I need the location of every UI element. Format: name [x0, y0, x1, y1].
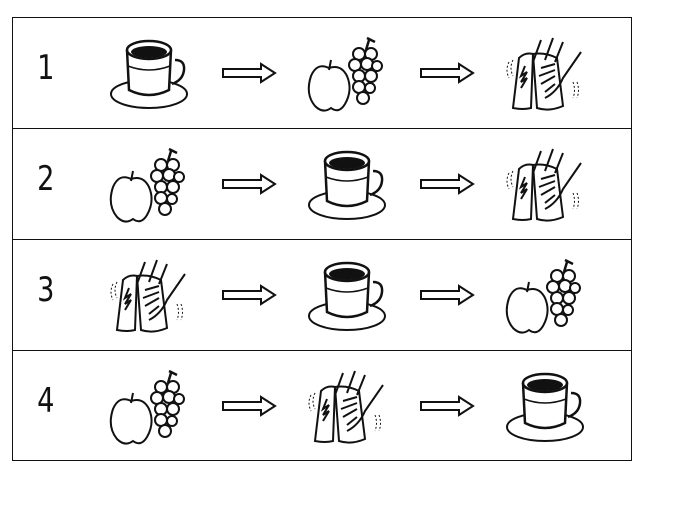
- sequence-board: 1 2 3 4: [12, 17, 632, 461]
- arrow-right-icon: [419, 173, 475, 195]
- fruit-icon: [105, 365, 193, 449]
- coffee-cup-icon: [105, 32, 193, 116]
- row-number: 1: [37, 48, 55, 88]
- arrow-right-icon: [221, 395, 277, 417]
- fruit-icon: [105, 143, 193, 227]
- hand-towel-icon: [303, 365, 391, 449]
- arrow-right-icon: [221, 62, 277, 84]
- sequence-row-1: 1: [13, 18, 631, 129]
- row-number: 4: [37, 381, 55, 421]
- arrow-right-icon: [419, 284, 475, 306]
- sequence-row-3: 3: [13, 240, 631, 351]
- hand-towel-icon: [501, 32, 589, 116]
- row-number: 2: [37, 159, 55, 199]
- row-number: 3: [37, 270, 55, 310]
- coffee-cup-icon: [303, 143, 391, 227]
- sequence-row-2: 2: [13, 129, 631, 240]
- sequence-row-4: 4: [13, 351, 631, 462]
- coffee-cup-icon: [501, 365, 589, 449]
- coffee-cup-icon: [303, 254, 391, 338]
- hand-towel-icon: [105, 254, 193, 338]
- hand-towel-icon: [501, 143, 589, 227]
- arrow-right-icon: [221, 173, 277, 195]
- arrow-right-icon: [221, 284, 277, 306]
- fruit-icon: [303, 32, 391, 116]
- arrow-right-icon: [419, 62, 475, 84]
- fruit-icon: [501, 254, 589, 338]
- arrow-right-icon: [419, 395, 475, 417]
